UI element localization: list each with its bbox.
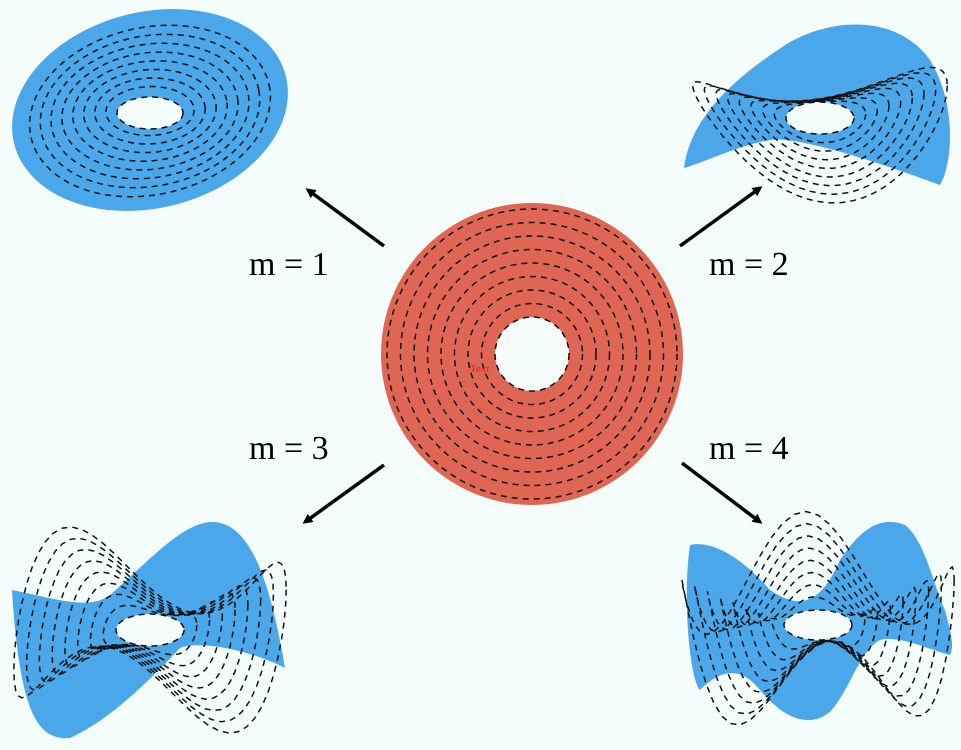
label-m2: m = 2 <box>709 246 789 283</box>
contour-ring <box>61 51 239 171</box>
contour-ring <box>413 235 651 473</box>
contour-ring <box>386 208 678 500</box>
contour-line <box>773 100 867 144</box>
center-text: Text <box>470 363 490 375</box>
arrow-m3 <box>302 463 386 524</box>
contour-ring <box>440 262 624 446</box>
contour-line <box>770 596 866 650</box>
contour-ring <box>399 221 665 487</box>
contour-line <box>761 97 879 152</box>
contour-line <box>102 604 198 656</box>
contour-line <box>757 583 879 661</box>
contour-ring <box>50 42 250 180</box>
surface-m4 <box>681 510 955 726</box>
contour-line <box>25 537 275 723</box>
contour-ring <box>72 60 228 162</box>
contour-ring <box>453 275 611 433</box>
contour-line <box>732 559 904 683</box>
contour-ring <box>480 302 584 406</box>
contour-line <box>738 87 902 170</box>
contour-ring <box>94 77 206 145</box>
contour-ring <box>28 24 272 198</box>
contour-line <box>691 66 949 204</box>
contour-line <box>681 510 955 726</box>
surface-m3 <box>12 521 287 739</box>
contour-ring <box>467 289 597 419</box>
contour-ring <box>83 68 217 154</box>
arrow-m2 <box>678 186 763 248</box>
contour-line <box>719 547 917 694</box>
label-m4: m = 4 <box>709 430 789 467</box>
arrow-m4 <box>680 461 763 524</box>
contour-ring <box>105 85 195 137</box>
contour-ring <box>39 33 261 189</box>
contour-ring <box>426 248 638 460</box>
surface-m2 <box>684 24 950 204</box>
label-m3: m = 3 <box>249 430 329 467</box>
surface-m1 <box>12 9 288 211</box>
contour-line <box>76 582 224 678</box>
contour-line <box>693 522 943 715</box>
contour-line <box>38 548 262 712</box>
contour-line <box>703 72 937 196</box>
contour-line <box>706 535 930 704</box>
label-m1: m = 1 <box>249 246 329 283</box>
central-disk <box>381 203 683 505</box>
contour-line <box>750 92 890 161</box>
arrow-m1 <box>305 188 386 248</box>
